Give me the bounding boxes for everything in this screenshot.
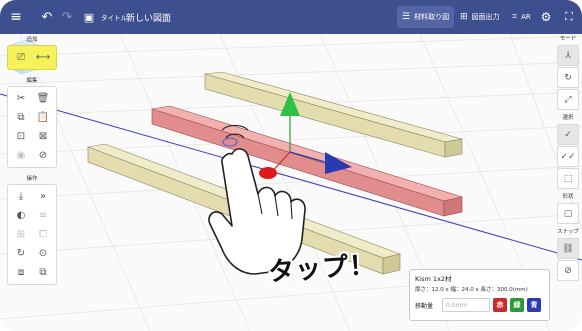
title-label: タイトル <box>101 14 127 22</box>
gear-icon[interactable]: ⚙ <box>540 10 552 24</box>
list-icon: ☰ <box>402 12 411 22</box>
board-selected <box>151 105 464 217</box>
shape-label: 形状 <box>562 194 574 200</box>
axis-green-button[interactable]: 緑 <box>510 298 524 312</box>
axis-mode-icon[interactable]: ⅄ <box>557 45 579 66</box>
rotate-icon[interactable]: ↻ <box>16 248 26 259</box>
menu-icon[interactable]: ≡ <box>10 9 22 25</box>
document-title[interactable]: 新しい図面 <box>126 13 172 24</box>
add-tools: ⎚ ⟷ <box>7 45 57 70</box>
snap-label: スナップ <box>556 229 579 235</box>
select-label: 選択 <box>562 115 574 121</box>
shape-icon[interactable]: ▢ <box>557 203 579 224</box>
collapse-icon[interactable]: » <box>39 191 47 202</box>
group-icon[interactable]: ⊡ <box>16 131 26 142</box>
cut-icon[interactable]: ✂ <box>16 93 26 104</box>
edit-section-label: 編集 <box>26 78 38 84</box>
3d-viewport[interactable]: 正面 <box>0 34 582 331</box>
part-name: Kism 1x2材 <box>415 275 452 283</box>
axis-red-button[interactable]: 赤 <box>493 298 507 312</box>
drop-icon[interactable]: ⤓ <box>18 191 24 202</box>
save-icon[interactable]: ▣ <box>83 10 95 24</box>
multi-select-icon[interactable]: ✓✓ <box>557 146 579 167</box>
copy-icon[interactable]: ⧉ <box>17 112 25 123</box>
operation-tools: ⤓ » ◐ ≡ ⊞ ⧠ ↻ ⊙ ⧈ ⧉ <box>7 184 57 285</box>
show-icon[interactable]: ◉ <box>16 150 26 161</box>
scene-canvas[interactable] <box>0 34 582 331</box>
export-icon: ⊞ <box>460 12 468 22</box>
add-dimension-icon[interactable]: ⟷ <box>35 52 51 63</box>
move-amount-label: 移動量 <box>415 302 434 310</box>
redo-icon[interactable]: ↷ <box>61 9 73 25</box>
focus-icon[interactable]: ⊙ <box>38 248 48 259</box>
add-section-label: 追加 <box>26 37 38 43</box>
fit-view-icon[interactable]: ⤢ <box>557 89 579 110</box>
palette-icon[interactable]: ◐ <box>16 210 26 221</box>
frame-icon[interactable]: ⊞ <box>16 229 26 240</box>
gizmo-rotate-ring <box>222 137 238 147</box>
hide-icon[interactable]: ⊘ <box>38 150 48 161</box>
box-select-icon[interactable]: ⬚ <box>557 168 579 189</box>
fullscreen-icon[interactable]: ⛶ <box>565 10 573 23</box>
part-dimensions: 厚さ：12.0 x 幅：24.0 x 長さ：300.0(mm) <box>415 287 528 293</box>
part-info-panel: Kism 1x2材 厚さ：12.0 x 幅：24.0 x 長さ：300.0(mm… <box>409 269 550 321</box>
undo-icon[interactable]: ↶ <box>41 9 53 25</box>
duplicate-icon[interactable]: ⧉ <box>39 267 47 278</box>
paste-icon[interactable]: 📋 <box>36 112 50 123</box>
hand-pointer-icon <box>208 124 306 275</box>
operation-section-label: 操作 <box>26 176 38 182</box>
ungroup-icon[interactable]: ⊠ <box>38 131 48 142</box>
ar-icon: ⌗ <box>512 12 518 22</box>
rotate-view-icon[interactable]: ↻ <box>557 67 579 88</box>
delete-icon[interactable]: 🗑 <box>36 93 50 104</box>
left-tool-palette: 追加 ⎚ ⟷ 編集 ✂ 🗑 ⧉ 📋 ⊡ ⊠ ◉ ⊘ 操作 ⤓ » ◐ ≡ ⊞ ⧠… <box>7 35 57 285</box>
move-amount-input[interactable]: 0.0mm <box>442 298 490 312</box>
tap-overlay-text: タップ！ <box>267 250 378 288</box>
cut-list-button[interactable]: ☰ 材料取り図 <box>397 6 455 28</box>
top-bar: ≡ ↶ ↷ ▣ タイトル 新しい図面 ☰ 材料取り図 ⊞ 図面出力 ⌗ AR ⚙… <box>0 0 582 34</box>
blue-axis-line <box>0 93 582 261</box>
drawing-export-button[interactable]: ⊞ 図面出力 <box>460 12 500 22</box>
add-part-icon[interactable]: ⎚ <box>17 52 25 63</box>
gizmo-blue-line <box>289 151 326 163</box>
snap-off-icon[interactable]: ⊘ <box>557 260 579 281</box>
board-back <box>204 71 463 158</box>
ar-button[interactable]: ⌗ AR <box>512 12 531 22</box>
gizmo-green-arrow <box>280 92 300 116</box>
right-tool-palette: モード ⅄ ↻ ⤢ 選択 ✓ ✓✓ ⬚ 形状 ▢ スナップ ⛓ ⊘ <box>555 35 581 282</box>
arrange-icon[interactable]: ⧈ <box>17 267 25 278</box>
gizmo-red-handle <box>259 167 277 179</box>
edit-tools: ✂ 🗑 ⧉ 📋 ⊡ ⊠ ◉ ⊘ <box>7 86 57 168</box>
axis-blue-button[interactable]: 青 <box>527 298 541 312</box>
paste-special-icon[interactable]: ⧠ <box>39 229 47 240</box>
mode-label: モード <box>559 36 577 42</box>
check-select-icon[interactable]: ✓ <box>557 124 579 145</box>
gizmo-blue-arrow <box>325 152 352 174</box>
align-icon[interactable]: ≡ <box>38 210 48 221</box>
snap-on-icon[interactable]: ⛓ <box>557 238 579 259</box>
